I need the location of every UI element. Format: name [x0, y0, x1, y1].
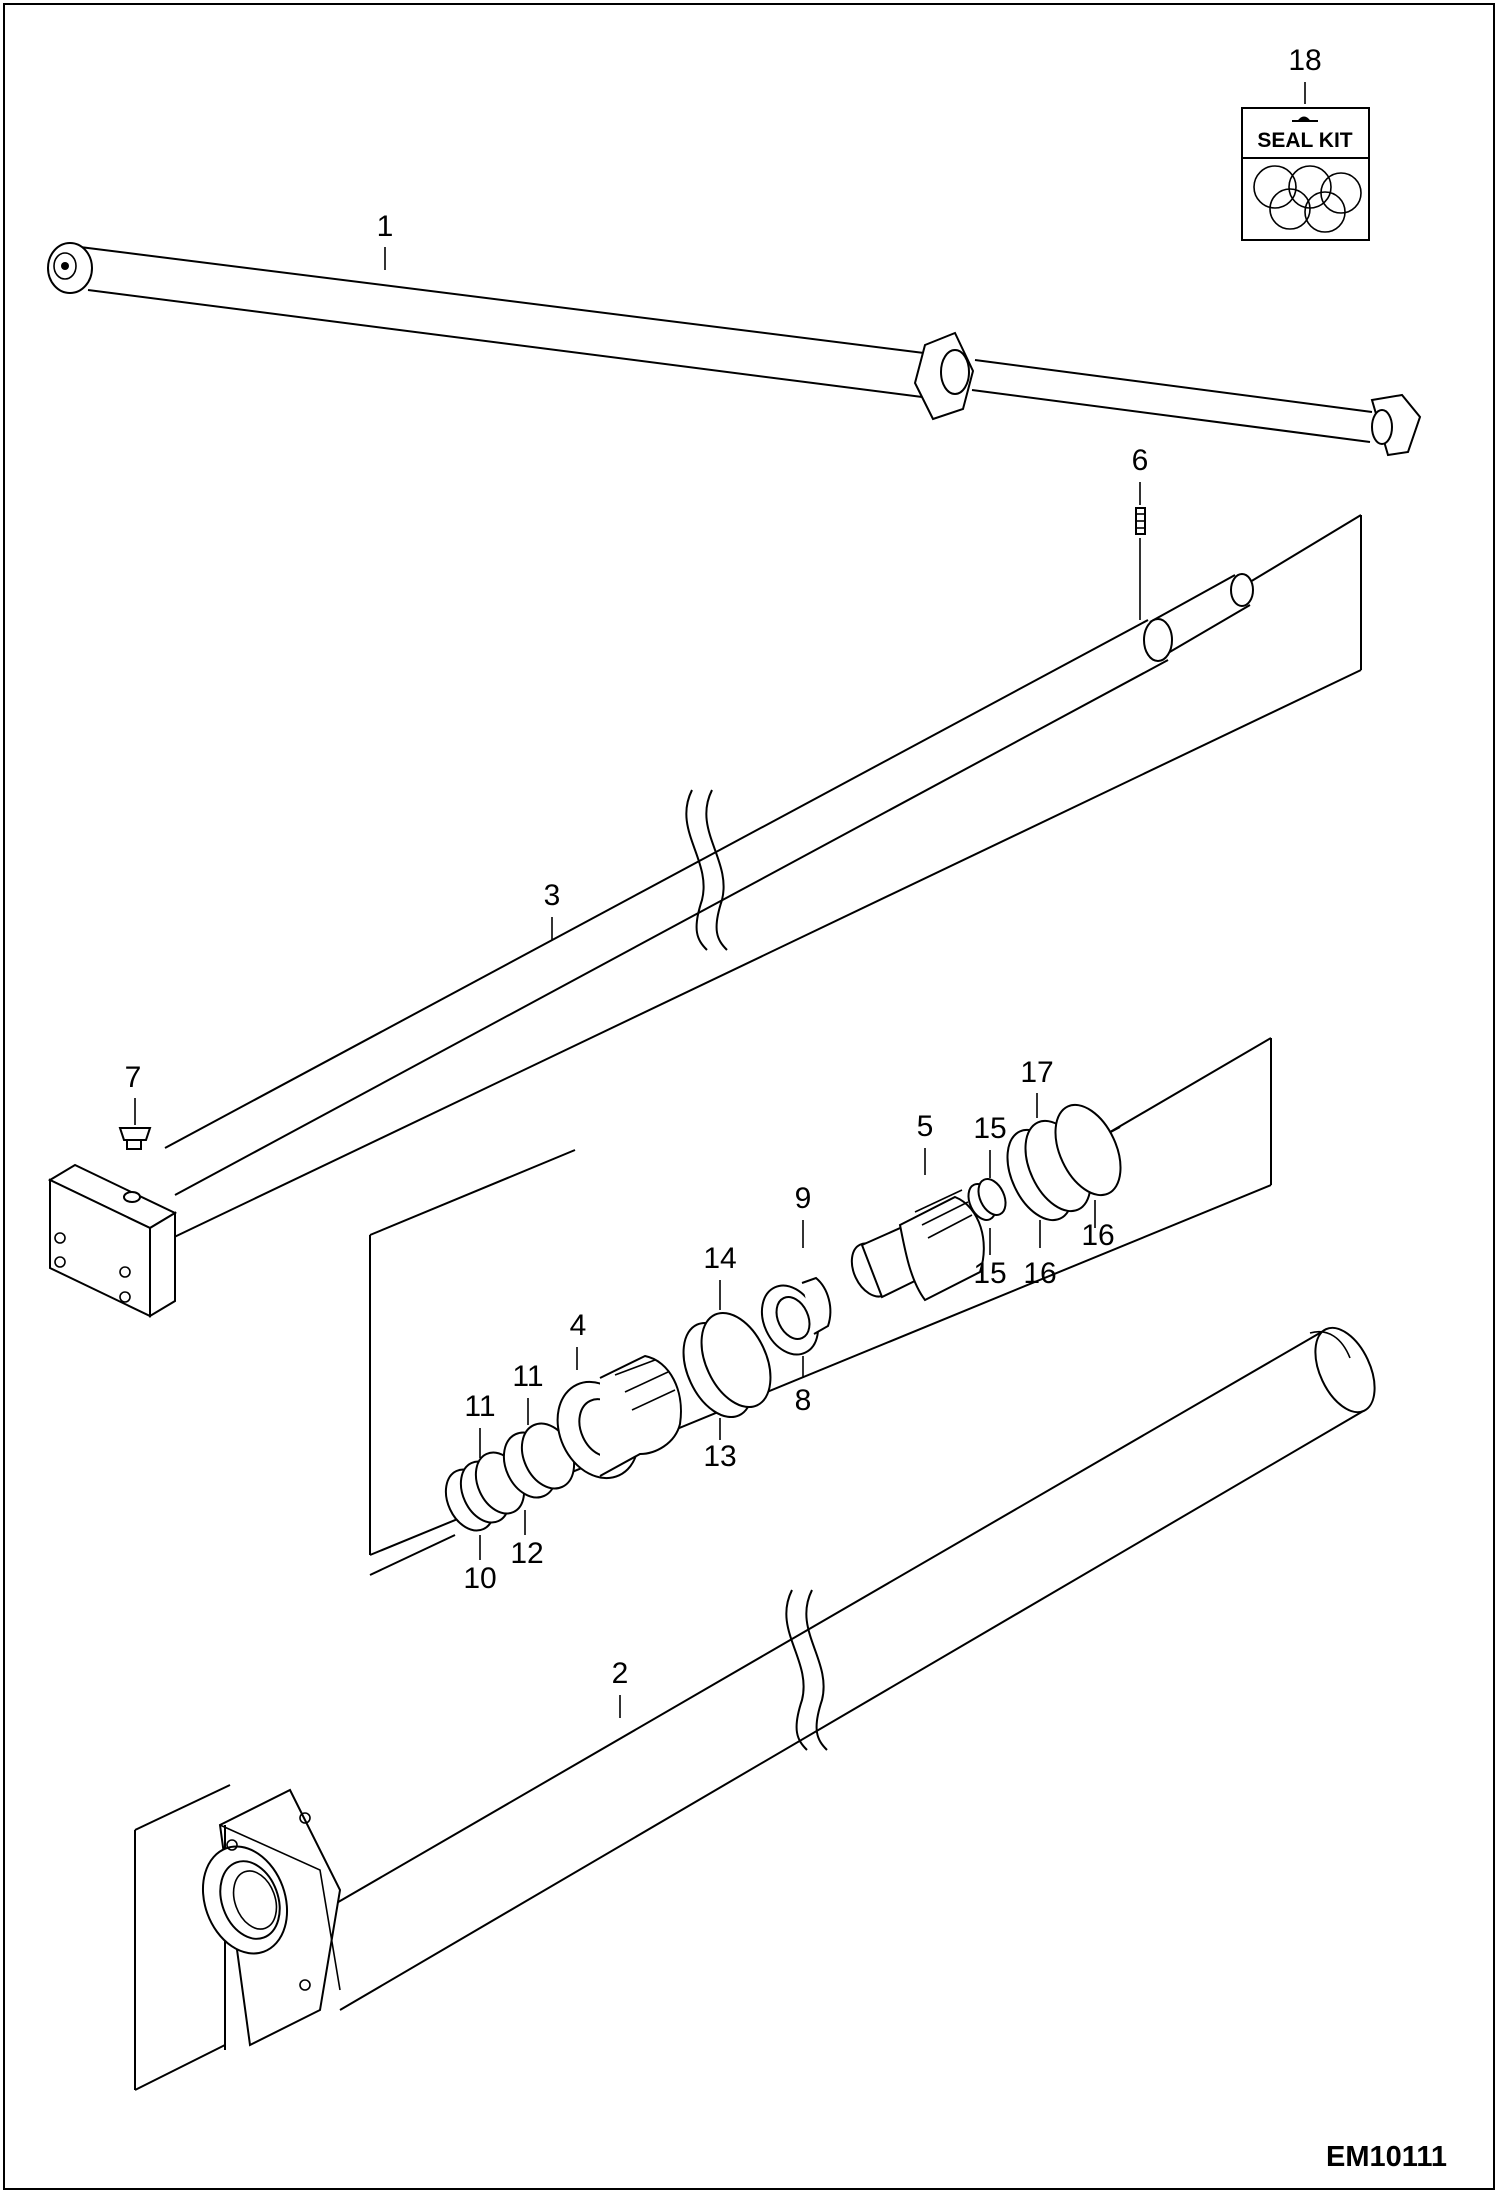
rod-assembly — [47, 242, 1422, 457]
callout-15-top: 15 — [973, 1112, 1006, 1145]
callout-11-right: 11 — [512, 1360, 543, 1393]
screw-7 — [118, 1127, 152, 1150]
gland-4 — [556, 1354, 682, 1480]
pin-6 — [1135, 507, 1146, 535]
callout-9: 9 — [795, 1182, 812, 1215]
page-frame — [3, 3, 1495, 2190]
callout-18: 18 — [1288, 44, 1321, 77]
rod-panel — [167, 514, 1362, 1241]
callout-10: 10 — [463, 1562, 496, 1595]
callout-2: 2 — [612, 1657, 629, 1690]
callout-5: 5 — [917, 1110, 934, 1143]
callout-16-right: 16 — [1081, 1219, 1114, 1252]
callout-1: 1 — [377, 210, 394, 243]
rod-3 — [164, 573, 1254, 1196]
seal-rings-16-17 — [1006, 1103, 1122, 1222]
piston-5 — [850, 1189, 985, 1302]
rod-end-block — [47, 1163, 178, 1318]
callout-3: 3 — [544, 879, 561, 912]
figure-id: EM10111 — [1326, 2141, 1447, 2173]
barrel-panel — [134, 1784, 231, 2091]
seal-rings-mid — [682, 1311, 772, 1419]
callout-12: 12 — [510, 1537, 543, 1570]
callout-6: 6 — [1132, 444, 1149, 477]
seal-kit-box: SEAL KIT — [1241, 107, 1370, 241]
callout-7: 7 — [125, 1061, 142, 1094]
barrel-2 — [201, 1326, 1376, 2050]
callout-17: 17 — [1020, 1056, 1053, 1089]
o-rings-icon — [1253, 165, 1362, 233]
callout-15-bottom: 15 — [973, 1257, 1006, 1290]
callouts: 18 1 6 3 7 17 15 5 9 15 16 16 14 4 8 11 … — [125, 44, 1322, 1690]
callout-8: 8 — [795, 1384, 812, 1417]
callout-13: 13 — [703, 1440, 736, 1473]
seal-kit-label: SEAL KIT — [1257, 129, 1352, 152]
callout-4: 4 — [570, 1309, 587, 1342]
wear-ring-8-9 — [760, 1276, 832, 1356]
callout-14: 14 — [703, 1242, 736, 1275]
callout-11-left: 11 — [464, 1390, 495, 1423]
seal-rings-15 — [967, 1178, 1007, 1221]
callout-16-left: 16 — [1023, 1257, 1056, 1290]
leader-lines — [134, 82, 1306, 1718]
